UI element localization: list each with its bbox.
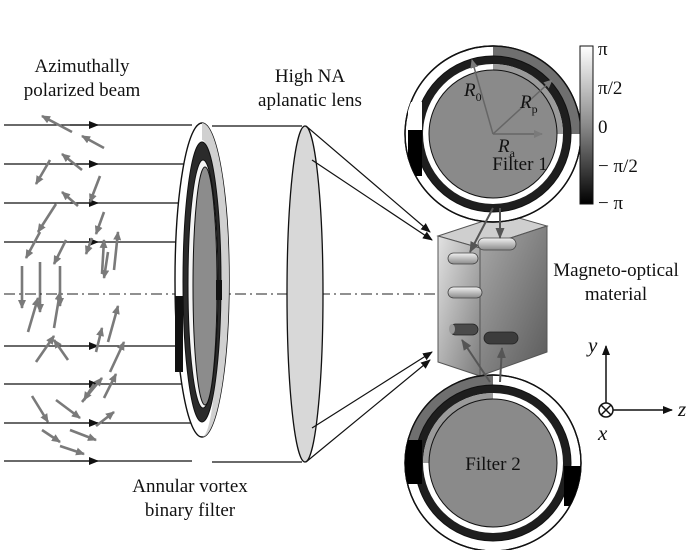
lens-body (286, 125, 324, 463)
focal-spot-bottom-back (483, 331, 519, 345)
polarization-vector (69, 428, 97, 442)
filter-2-pointer-right (496, 347, 506, 383)
filter-1-diagram: R0 Rp Ra Filter 1 (404, 45, 582, 223)
polarization-vector (61, 152, 83, 172)
material-label-line1: Magneto-optical (553, 260, 679, 281)
polarization-vector (36, 203, 58, 233)
material-label-line2: material (585, 284, 647, 305)
polarization-vector (52, 339, 70, 361)
magneto-optical-cube (436, 213, 549, 377)
ra-label: Ra (497, 136, 516, 160)
filter-2-core (428, 398, 558, 528)
filter-label-line2: binary filter (145, 500, 236, 521)
phase-colorbar: π π/2 0 − π/2 − π (579, 39, 638, 214)
polarization-vector (41, 428, 61, 444)
polarization-vector (52, 291, 63, 329)
beam-label-line1: Azimuthally (35, 56, 130, 77)
polarization-vector (26, 297, 40, 333)
colorbar-tick-neg-pi: − π (598, 193, 623, 214)
polarization-vector (99, 239, 108, 275)
input-rays (4, 121, 192, 465)
polarization-vector (41, 114, 73, 134)
polarization-vector (94, 211, 106, 235)
focus-ray-2 (311, 159, 433, 241)
polarization-vector (30, 395, 50, 423)
filter-1-pointer-left (469, 207, 494, 253)
focus-ray-1 (305, 125, 431, 233)
colorbar-tick-half-pi: π/2 (598, 78, 622, 99)
filter-1-outer-black-seg (408, 130, 422, 176)
polarization-vector (106, 305, 120, 343)
polarization-vector (24, 231, 42, 259)
polarization-vector (88, 175, 102, 203)
focal-spot-center (447, 286, 483, 299)
rp-radius-arrow (492, 79, 553, 135)
focus-ray-4 (305, 359, 431, 463)
polarization-vector (52, 239, 68, 265)
polarization-vector (81, 377, 103, 403)
colorbar-tick-zero: 0 (598, 117, 608, 138)
polarization-vector (34, 335, 56, 363)
rp-label: Rp (519, 92, 538, 116)
polarization-vectors (18, 114, 126, 456)
polarization-vector (55, 398, 81, 420)
filter-label-line1: Annular vortex (132, 476, 248, 497)
filter-pointer-arrows (461, 207, 506, 383)
focal-spot-top-front (447, 252, 479, 265)
polarization-vector (81, 134, 105, 150)
coordinate-axes: y z x (586, 333, 686, 445)
focal-spot-bottom-cap (449, 324, 455, 334)
colorbar-tick-neg-half-pi: − π/2 (598, 156, 638, 177)
z-axis-label: z (677, 397, 686, 421)
colorbar-tick-pi: π (598, 39, 608, 60)
filter-2-left-black-seg (405, 440, 422, 484)
polarization-vector (59, 444, 85, 456)
annular-vortex-filter (174, 122, 230, 438)
filter-rim-shade (202, 123, 229, 437)
polarization-vector (84, 237, 94, 255)
filter-2-label: Filter 2 (465, 454, 520, 475)
focusing-rays (305, 125, 433, 463)
filter-2-pointer-left (461, 339, 491, 383)
polarization-vector (94, 327, 104, 353)
polarization-vector (102, 373, 118, 399)
filter-phase-notch (216, 280, 222, 300)
polarization-vector (108, 341, 126, 373)
x-axis-label: x (597, 421, 608, 445)
polarization-vector (112, 231, 122, 271)
r0-label: R0 (463, 80, 482, 104)
polarization-vector (101, 251, 110, 279)
beam-label-line2: polarized beam (24, 80, 141, 101)
filter-phase-segment (175, 296, 183, 372)
focus-ray-3 (311, 351, 433, 429)
polarization-vector (34, 159, 52, 185)
lens-label-line2: aplanatic lens (258, 90, 362, 111)
filter-2-diagram: Filter 2 (404, 374, 582, 550)
colorbar-gradient (579, 45, 594, 205)
polarization-vector (95, 410, 115, 428)
filter-center-disc (192, 166, 218, 406)
aplanatic-lens (212, 125, 324, 463)
r0-radius-arrow (470, 59, 494, 135)
polarization-vector (61, 191, 79, 207)
y-axis-label: y (586, 333, 598, 357)
focal-spot-top-back (477, 237, 517, 251)
filter-1-label: Filter 1 (492, 154, 547, 175)
lens-label-line1: High NA (275, 66, 345, 87)
